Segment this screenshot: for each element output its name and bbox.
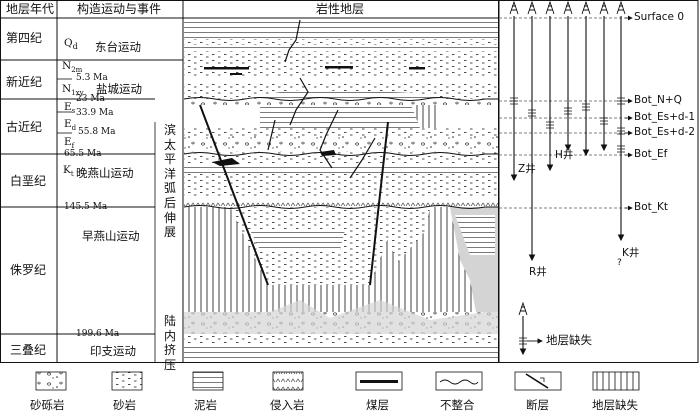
symbol-qd: Qd — [64, 38, 78, 51]
horizon-bot-kt: Bot_Kt — [634, 202, 668, 213]
legend-fault: 断层 — [526, 400, 549, 412]
age-55-8: 55.8 Ma — [78, 128, 115, 137]
header-stratigraphy: 地层年代 — [6, 3, 54, 15]
age-33-9: 33.9 Ma — [76, 109, 113, 118]
well-r: R井 — [529, 267, 547, 278]
label-backarc-extension: 滨太平洋弧后伸展 — [164, 123, 177, 240]
well-z: Z井 — [518, 164, 536, 175]
legend-missing-strata: 地层缺失 — [592, 400, 638, 412]
period-quaternary: 第四纪 — [6, 32, 42, 44]
horizon-bot-esd-2: Bot_Es+d-2 — [634, 127, 695, 138]
event-yancheng: 盐城运动 — [96, 84, 142, 96]
horizon-bot-esd-1: Bot_Es+d-1 — [634, 112, 695, 123]
age-199-6: 199.6 Ma — [76, 330, 119, 339]
legend-conglomerate: 砂砾岩 — [30, 400, 65, 412]
legend-intrusive: 侵入岩 — [270, 400, 305, 412]
legend-sandstone: 砂岩 — [113, 400, 136, 412]
symbol-kt: Kt — [63, 165, 74, 178]
period-paleogene: 古近纪 — [6, 121, 42, 133]
well-k-question: ? — [617, 259, 622, 268]
period-jurassic: 侏罗纪 — [10, 264, 46, 276]
event-dongtai: 东台运动 — [95, 42, 141, 54]
header-lithology: 岩性地层 — [316, 3, 364, 15]
legend-mudstone: 泥岩 — [194, 400, 217, 412]
well-h: H井 — [555, 150, 573, 161]
horizon-bot-nq: Bot_N+Q — [634, 95, 682, 106]
legend-unconformity: 不整合 — [440, 400, 475, 412]
period-triassic: 三叠纪 — [10, 344, 46, 356]
period-neogene: 新近纪 — [6, 76, 42, 88]
age-65-5: 65.5 Ma — [64, 150, 101, 159]
well-k: K井 — [622, 248, 639, 259]
age-145-5: 145.5 Ma — [64, 203, 107, 212]
legend-coal: 煤层 — [366, 400, 389, 412]
period-cretaceous: 白垩纪 — [10, 175, 46, 187]
horizon-bot-ef: Bot_Ef — [634, 149, 667, 160]
horizon-surface: Surface 0 — [634, 12, 684, 23]
label-intracontinental-compression: 陆内挤压 — [164, 314, 177, 372]
event-late-yanshan: 晚燕山运动 — [76, 168, 134, 180]
event-early-yanshan: 早燕山运动 — [82, 231, 140, 243]
symbol-ed: Ed — [64, 119, 76, 132]
age-23: 23 Ma — [76, 95, 105, 104]
symbol-es: Es — [64, 102, 75, 115]
header-tectonics: 构造运动与事件 — [77, 3, 161, 15]
missing-strata-note: 地层缺失 — [546, 335, 592, 347]
event-indosinian: 印支运动 — [90, 346, 136, 358]
